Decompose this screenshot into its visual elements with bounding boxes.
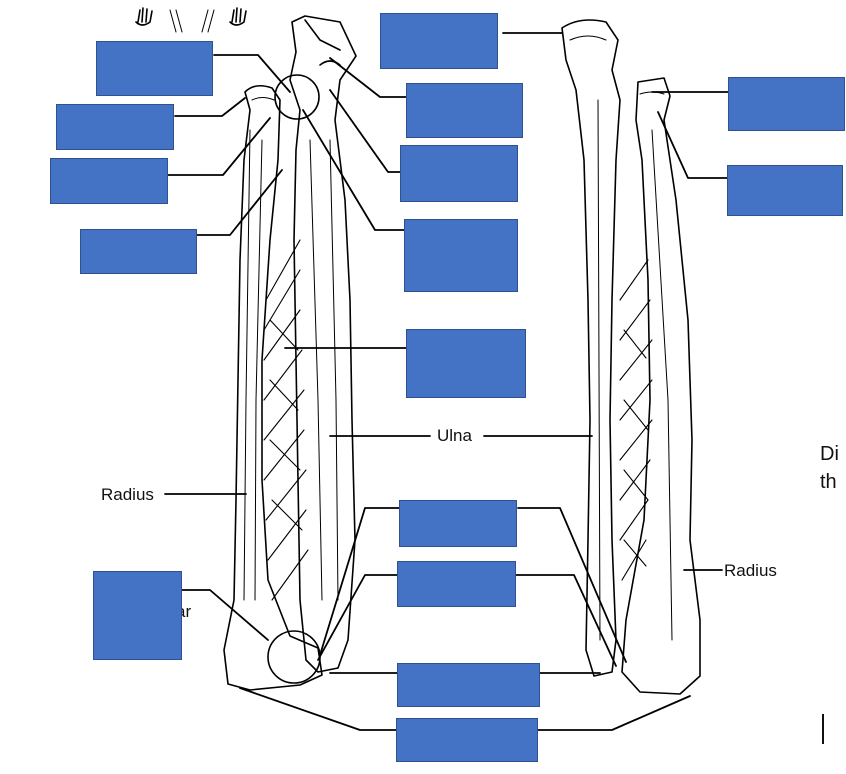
label-box-7[interactable]	[400, 145, 518, 202]
hand-icon-left	[135, 7, 153, 26]
label-box-11[interactable]	[397, 561, 516, 607]
label-box-5[interactable]	[380, 13, 498, 69]
ulna-posterior	[561, 19, 621, 677]
radius-anterior	[223, 84, 323, 691]
label-box-10[interactable]	[399, 500, 517, 547]
label-box-16[interactable]	[727, 165, 843, 216]
callout-circle-bottom	[267, 630, 321, 684]
label-box-1[interactable]	[96, 41, 213, 96]
side-instruction-line-1: Di	[820, 443, 839, 465]
radius-posterior	[621, 77, 701, 695]
leader-lines	[164, 32, 729, 731]
radius-label-right: Radius	[724, 561, 777, 580]
label-box-3[interactable]	[50, 158, 168, 204]
hand-icon-right	[229, 7, 247, 26]
ulna-anterior	[289, 15, 357, 673]
label-box-2[interactable]	[56, 104, 174, 150]
interosseous-membrane-right	[619, 259, 653, 581]
radius-label-left: Radius	[101, 485, 154, 504]
side-instruction-line-2: th	[820, 471, 837, 493]
label-box-9[interactable]	[406, 329, 526, 398]
ulna-label: Ulna	[437, 426, 472, 445]
label-box-6[interactable]	[406, 83, 523, 138]
label-box-15[interactable]	[728, 77, 845, 131]
label-box-13[interactable]	[396, 718, 538, 762]
label-box-4[interactable]	[80, 229, 197, 274]
callout-circle-top	[274, 74, 320, 120]
text-cursor	[822, 714, 824, 744]
label-box-8[interactable]	[404, 219, 518, 292]
label-box-12[interactable]	[397, 663, 540, 707]
interosseous-membrane-left	[263, 239, 309, 601]
label-box-14[interactable]	[93, 571, 182, 660]
